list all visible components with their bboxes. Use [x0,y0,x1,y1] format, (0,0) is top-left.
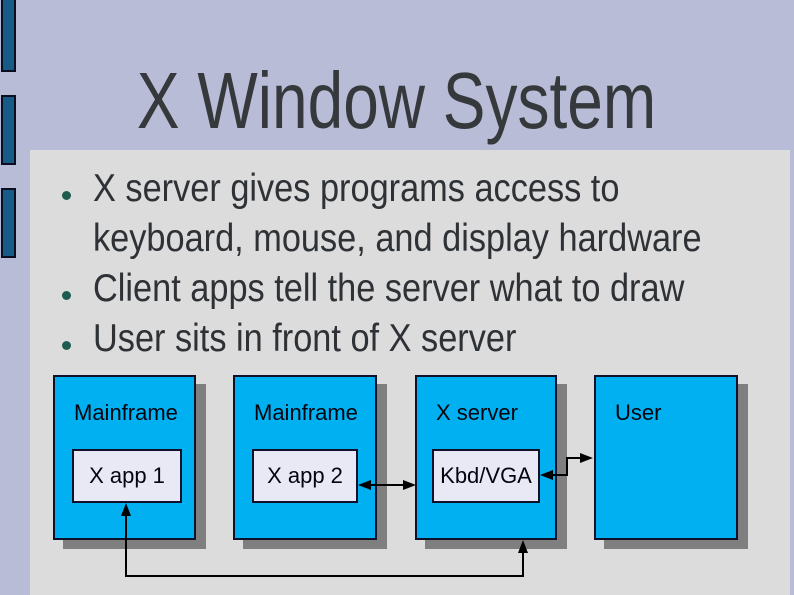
inner-box-label: X app 1 [89,463,165,488]
bullet-text: Client apps tell the server what to draw [93,267,685,310]
bullet-text: X server gives programs access to [93,167,620,210]
bullet-icon [62,340,71,350]
slide-title: X Window System [0,61,794,141]
box-label: Mainframe [254,400,358,425]
bullet-line-2: Client apps tell the server what to draw [58,264,778,314]
diagram-box-mainframe-1: Mainframe X app 1 [53,375,196,540]
bullet-icon [62,190,71,200]
diagram-box-mainframe-2: Mainframe X app 2 [233,375,377,540]
bullet-list: X server gives programs access to keyboa… [58,164,778,364]
diagram-box-xserver: X server Kbd/VGA [415,375,557,540]
bullet-icon [62,290,71,300]
diagram-inner-box-kbdvga: Kbd/VGA [432,449,540,503]
left-strip-rectangle-3 [1,188,16,258]
bullet-line-1-continuation: keyboard, mouse, and display hardware [58,214,778,264]
left-strip-rectangle-2 [1,95,16,165]
bullet-text: keyboard, mouse, and display hardware [93,217,702,260]
bullet-line-3: User sits in front of X server [58,314,778,364]
bullet-line-1: X server gives programs access to [58,164,778,214]
diagram-inner-box-xapp1: X app 1 [72,449,182,503]
bullet-text: User sits in front of X server [93,317,517,360]
box-label: User [615,400,662,425]
inner-box-label: Kbd/VGA [440,463,532,488]
box-label: Mainframe [74,400,178,425]
inner-box-label: X app 2 [267,463,343,488]
box-label: X server [436,400,518,425]
slide-title-text: X Window System [137,56,657,145]
diagram-box-user: User [594,375,738,540]
diagram-inner-box-xapp2: X app 2 [252,449,358,503]
left-strip-rectangle-1 [1,0,16,72]
